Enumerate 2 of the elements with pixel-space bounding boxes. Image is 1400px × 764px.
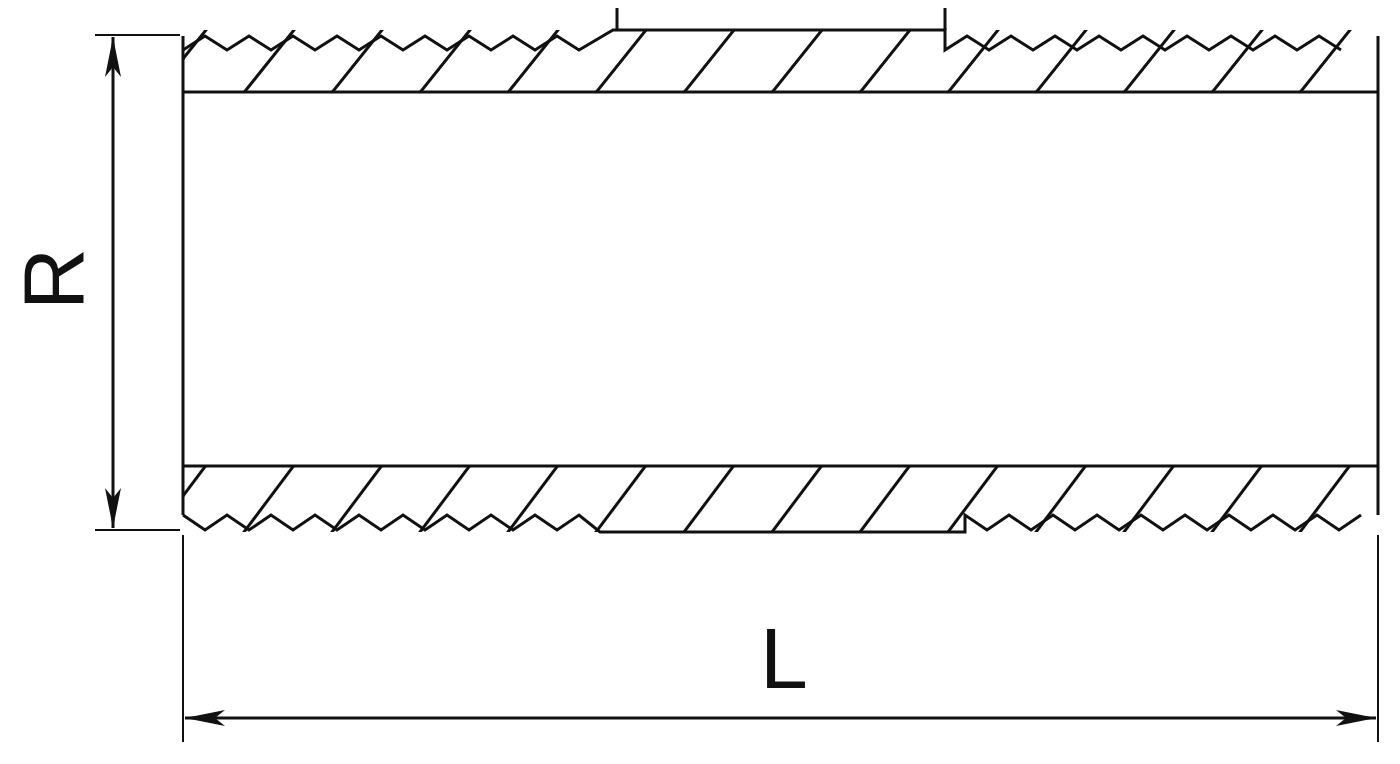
dimension-label: L [760,615,808,701]
dimension-label: R [10,247,97,311]
